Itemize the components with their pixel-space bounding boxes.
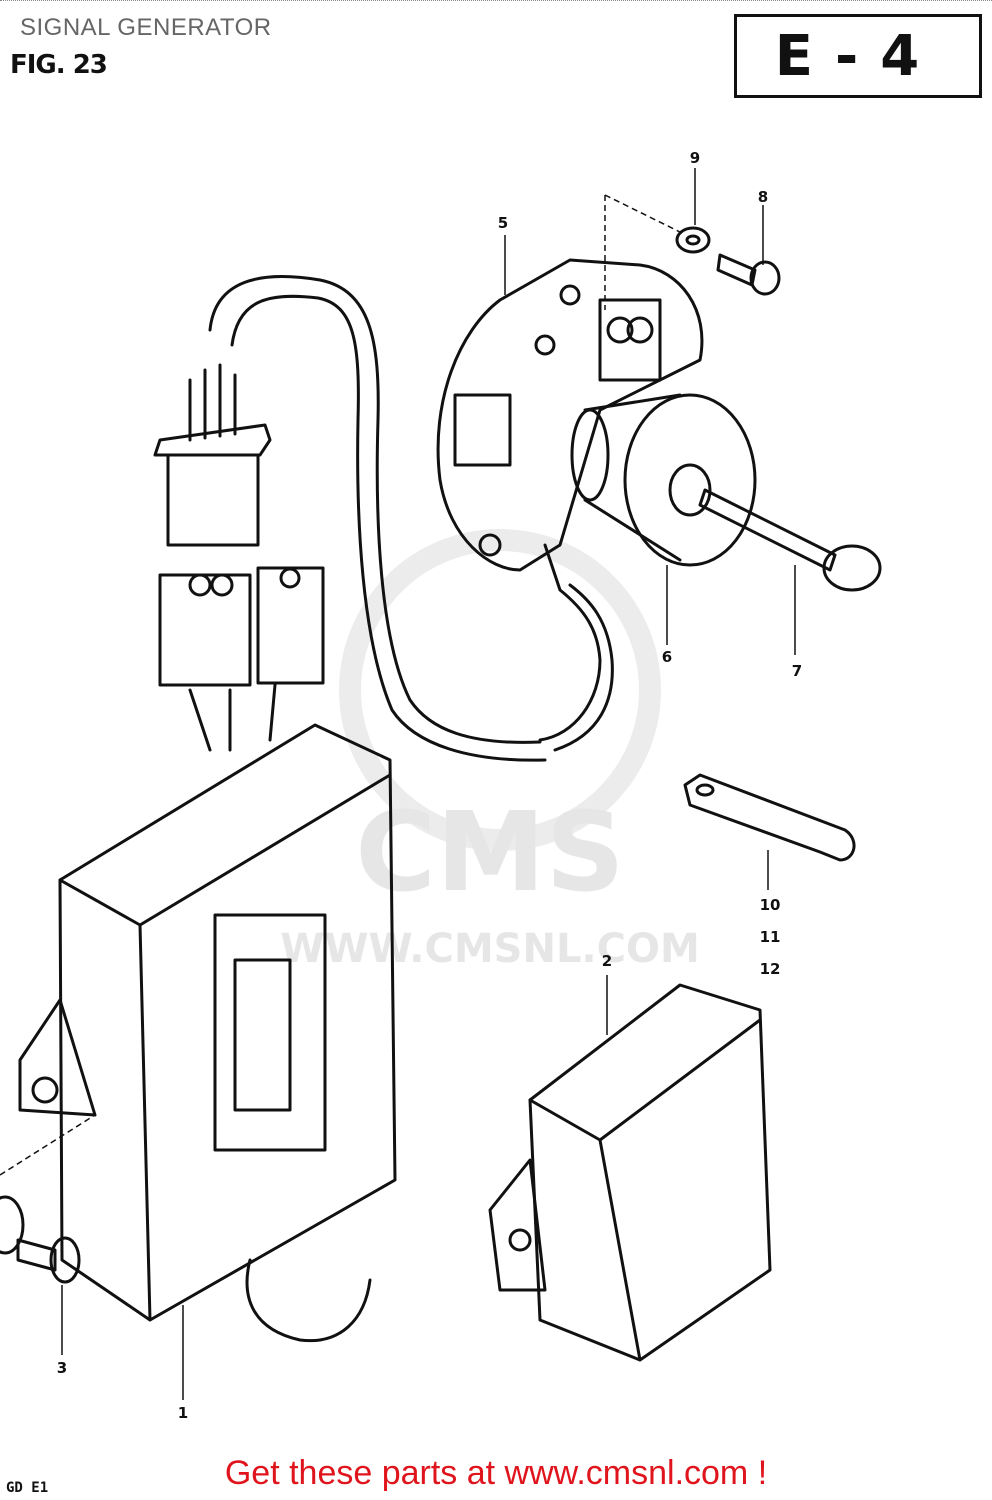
part-9-washer xyxy=(675,226,711,254)
callout-1: 1 xyxy=(178,1404,188,1422)
part-7-bolt xyxy=(698,488,882,592)
part-8-screw xyxy=(716,253,781,296)
cms-watermark: CMS WWW.CMSNL.COM xyxy=(280,529,700,972)
part-3-screw xyxy=(0,1195,81,1284)
harness-loop-inner xyxy=(230,294,547,762)
callout-3: 3 xyxy=(57,1359,67,1377)
watermark-brand: CMS xyxy=(355,788,624,916)
section-code-box: E-4 xyxy=(734,14,982,98)
part-5-pickup-plate xyxy=(436,258,704,572)
harness-loop xyxy=(208,275,542,744)
harness-lead-inner xyxy=(553,583,614,752)
figure-number: FIG. 23 xyxy=(10,50,108,80)
part-6-rotor xyxy=(570,393,757,567)
part-2-igniter xyxy=(488,983,772,1362)
section-code: E-4 xyxy=(774,23,942,89)
callout-10: 10 xyxy=(760,896,781,914)
callout-labels: 1 2 3 5 6 7 8 9 10 11 12 xyxy=(57,149,802,1422)
dashed-guide-screw xyxy=(0,1114,96,1176)
part-1-igniter xyxy=(18,723,397,1343)
twin-connectors xyxy=(158,566,325,752)
callout-7: 7 xyxy=(792,662,802,680)
callout-2: 2 xyxy=(602,952,612,970)
corner-code: GD E1 xyxy=(6,1480,49,1496)
callout-9: 9 xyxy=(690,149,700,167)
callout-12: 12 xyxy=(760,960,781,978)
harness-lead xyxy=(538,543,602,742)
callout-5: 5 xyxy=(498,214,508,232)
top-border xyxy=(0,0,992,5)
callout-8: 8 xyxy=(758,188,768,206)
callout-11: 11 xyxy=(760,928,781,946)
promo-link[interactable]: Get these parts at www.cmsnl.com ! xyxy=(224,1454,768,1492)
page-title: SIGNAL GENERATOR xyxy=(20,14,272,41)
dashed-guide-washer xyxy=(604,194,681,233)
upper-connector xyxy=(153,363,272,547)
watermark-url: WWW.CMSNL.COM xyxy=(280,926,700,972)
part-10-clamp xyxy=(683,773,856,862)
callout-6: 6 xyxy=(662,648,672,666)
